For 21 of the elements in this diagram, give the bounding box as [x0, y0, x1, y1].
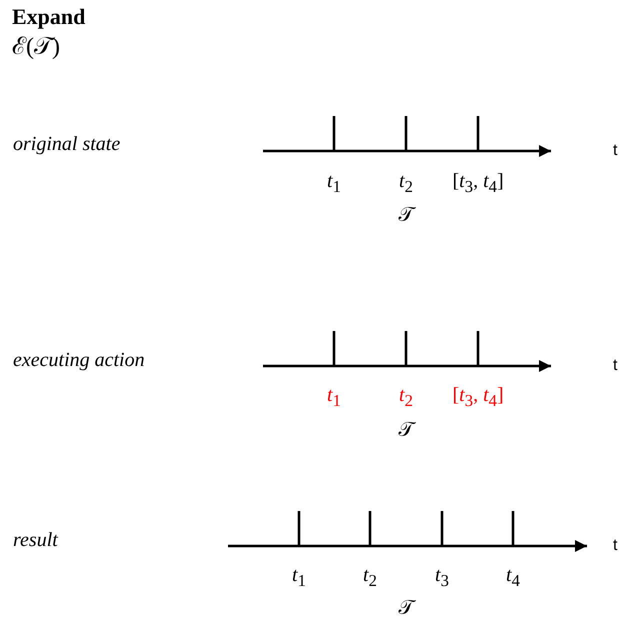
formula: ℰ(𝒯) [12, 35, 60, 59]
set-symbol: 𝒯 [398, 420, 414, 440]
axis-label: t [613, 358, 618, 374]
set-symbol: 𝒯 [398, 205, 414, 225]
tick-label: t$_{4}$ [506, 564, 520, 590]
axis-label: t [613, 538, 618, 554]
axis-label: t [613, 143, 618, 159]
title: Expand [12, 6, 86, 28]
tick-label: t$_{2}$ [363, 564, 377, 590]
row-label: executing action [13, 350, 145, 370]
tick-label: t$_{1}$ [292, 564, 306, 590]
row-label: result [13, 530, 58, 550]
tick-label: t$_{1}$ [327, 170, 341, 196]
set-symbol: 𝒯 [398, 598, 414, 618]
tick-label: [t$_{3}$, t$_{4}$] [452, 384, 504, 410]
tick-label: t$_{2}$ [399, 384, 413, 410]
tick-label: [t$_{3}$, t$_{4}$] [452, 170, 504, 196]
row-label: original state [13, 134, 120, 154]
tick-label: t$_{2}$ [399, 170, 413, 196]
tick-label: t$_{3}$ [435, 564, 449, 590]
tick-label: t$_{1}$ [327, 384, 341, 410]
